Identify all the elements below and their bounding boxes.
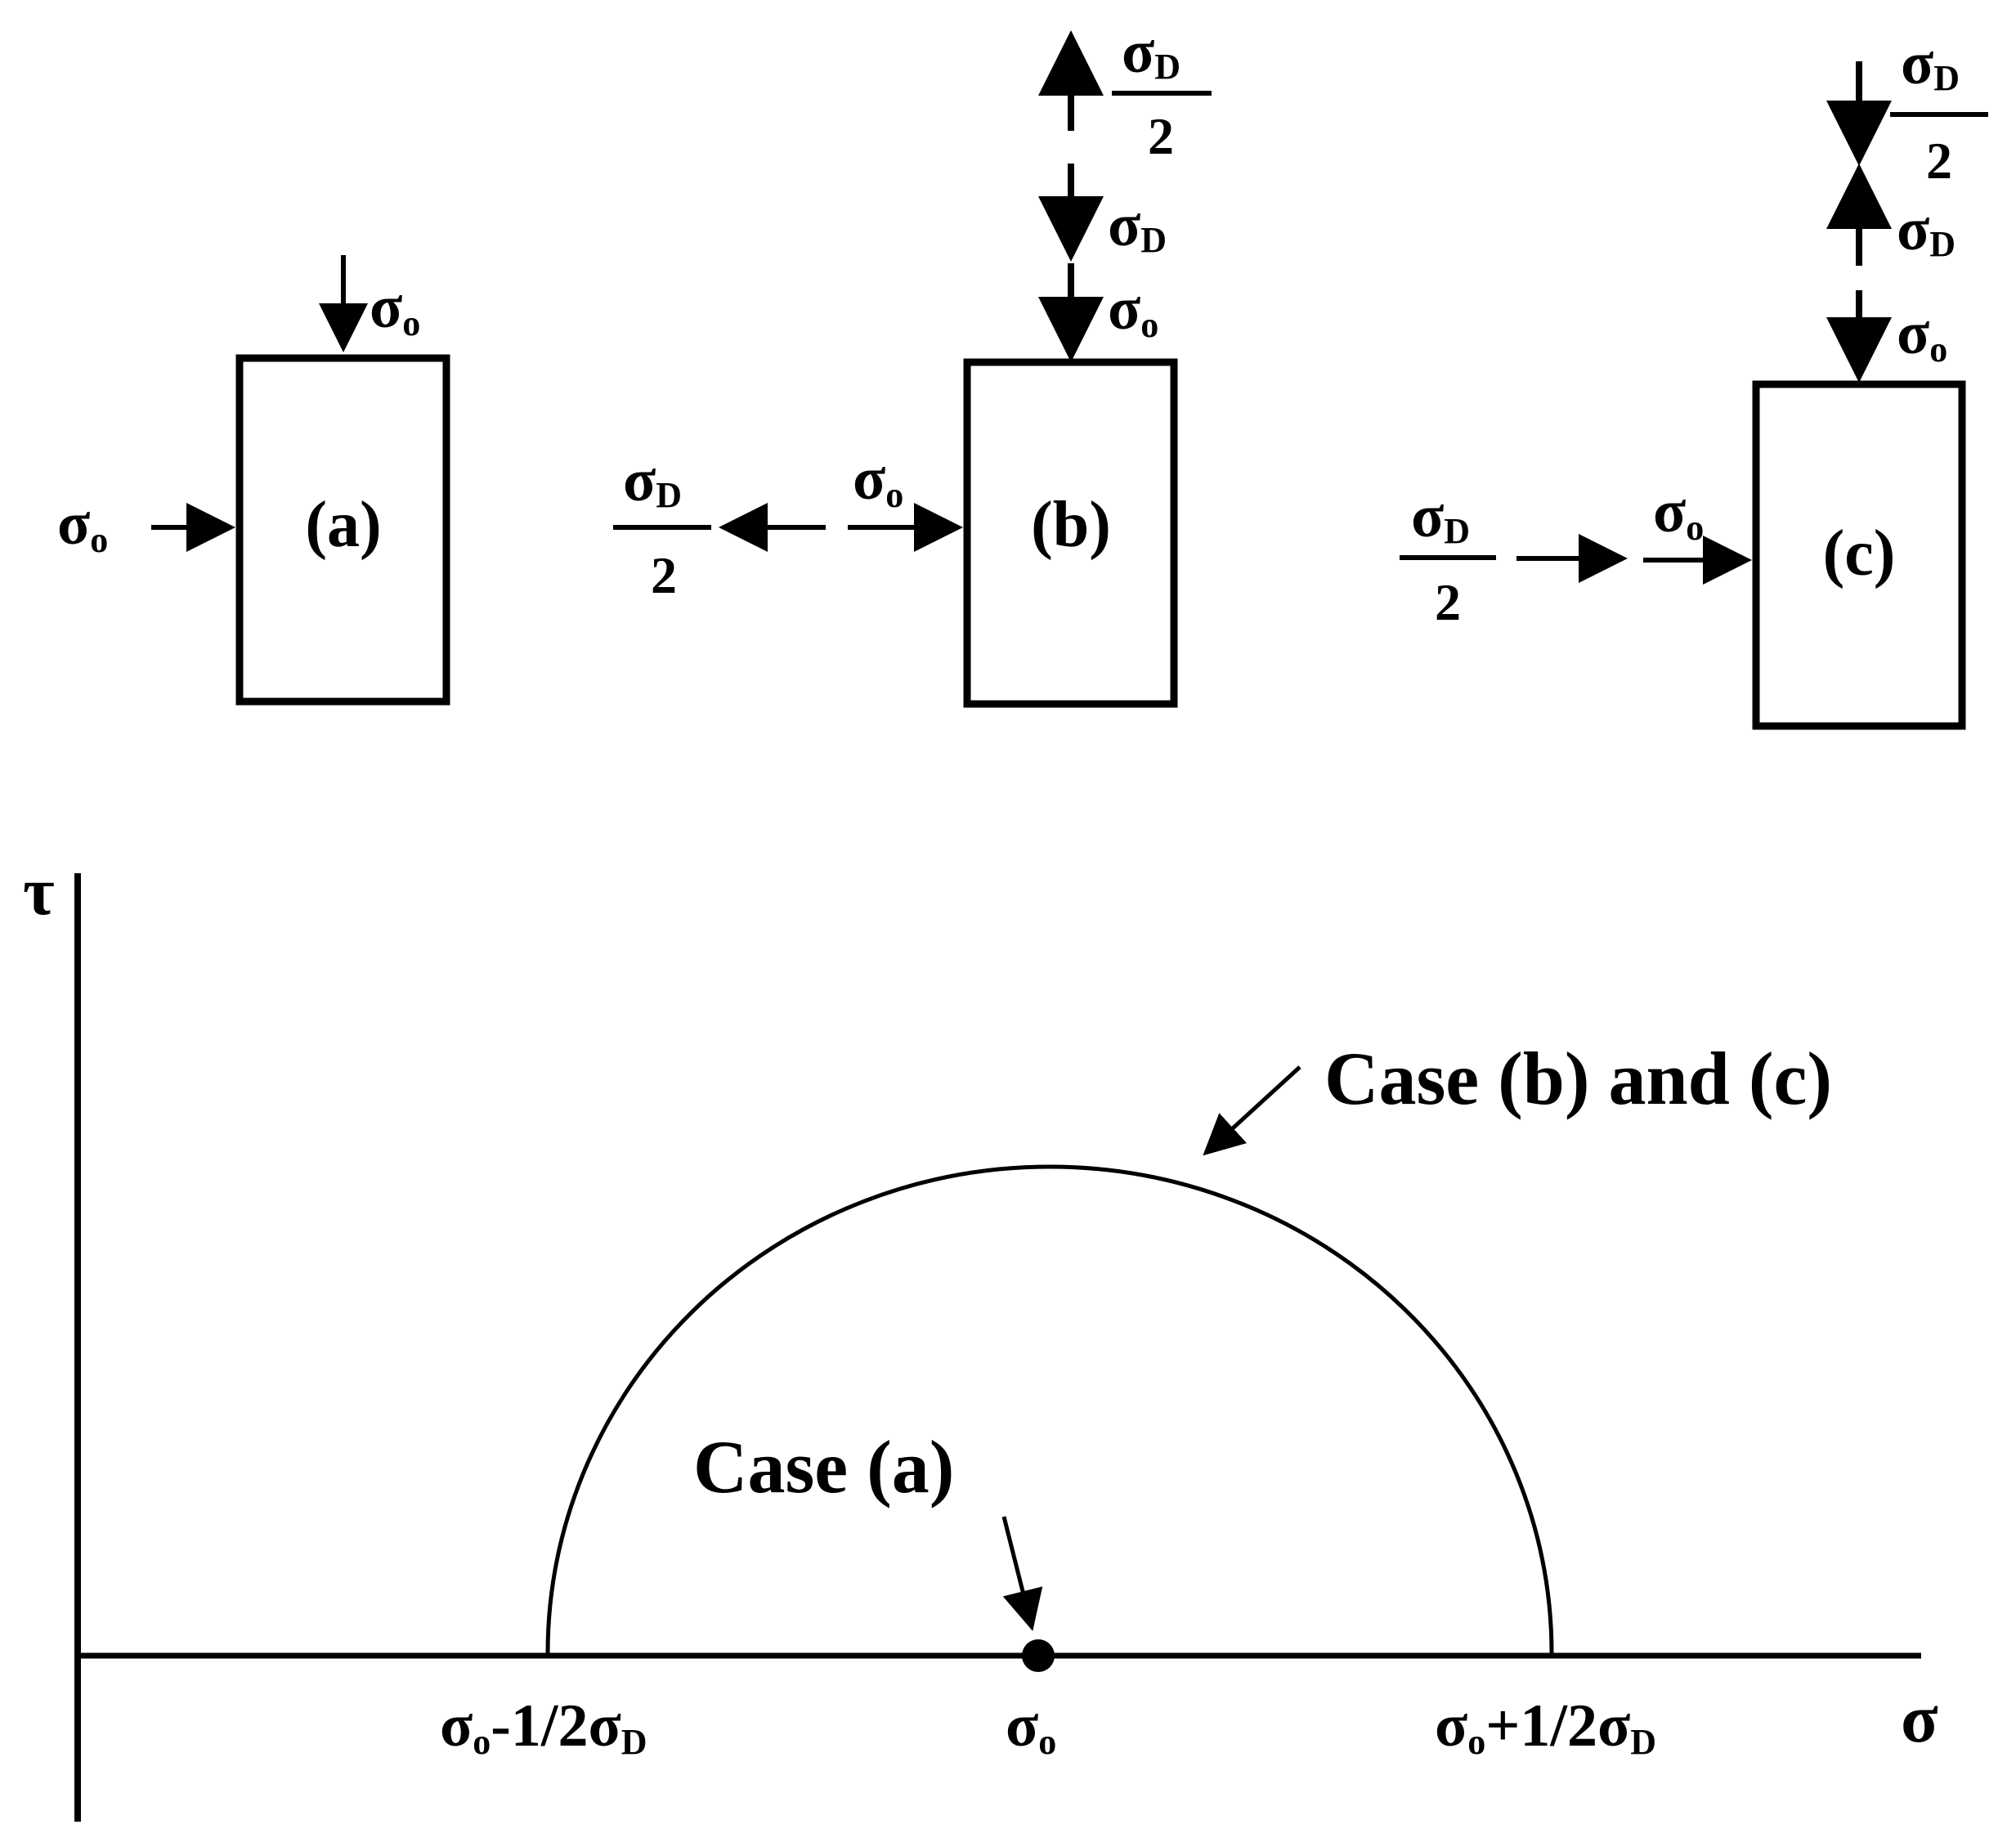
element-box-c <box>1752 380 1966 730</box>
sigma-o-top-a: σo <box>370 274 420 343</box>
sigma-d-half-num-left-b: σD <box>623 447 682 515</box>
sigma-o-left-c: σo <box>1653 478 1704 548</box>
sigma-d-half-den-c: 2 <box>1926 132 1952 190</box>
sigma-d-c: σD <box>1897 196 1956 264</box>
mohr-plot: τ σ σo-1/2σD σo σo+1/2σD Case (b) and (c… <box>23 854 1938 1822</box>
sigma-axis-label: σ <box>1901 1681 1938 1757</box>
sigma-d-half-num-b: σD <box>1122 19 1180 87</box>
tick-center: σo <box>1006 1692 1056 1762</box>
mohr-point-a <box>1022 1639 1055 1672</box>
sigma-d-half-den-left-b: 2 <box>651 546 677 604</box>
sigma-d-half-den-left-c: 2 <box>1435 573 1461 631</box>
tau-axis-label: τ <box>23 854 55 930</box>
sigma-d-half-num-c: σD <box>1901 30 1960 98</box>
sigma-o-left-b: σo <box>853 446 903 515</box>
sigma-o-top-b: σo <box>1108 276 1158 345</box>
pointer-case-bc <box>1203 1065 1301 1156</box>
box-label-a: (a) <box>305 489 381 561</box>
sigma-d-half-num-left-c: σD <box>1411 483 1470 551</box>
annotation-case-a: Case (a) <box>693 1425 954 1509</box>
pointer-case-a <box>1001 1516 1043 1631</box>
sigma-o-top-c: σo <box>1897 300 1947 370</box>
element-box-a <box>235 354 450 706</box>
tick-left: σo-1/2σD <box>440 1692 647 1762</box>
sigma-o-left-a: σo <box>57 491 108 560</box>
case-a-element: (a) σo σo <box>57 255 450 706</box>
element-box-b <box>963 358 1178 708</box>
sigma-d-half-den-b: 2 <box>1148 107 1174 165</box>
annotation-case-bc: Case (b) and (c) <box>1324 1037 1832 1120</box>
case-b-element: (b) σD 2 σD σo σo σD 2 <box>613 19 1212 708</box>
mohr-circle-bc <box>545 1164 1554 1654</box>
box-label-c: (c) <box>1823 518 1896 590</box>
tick-right: σo+1/2σD <box>1435 1692 1656 1762</box>
case-c-element: (c) σD 2 σD σo σo σD 2 <box>1400 30 1988 730</box>
sigma-d-b: σD <box>1108 192 1167 260</box>
box-label-b: (b) <box>1031 489 1111 561</box>
